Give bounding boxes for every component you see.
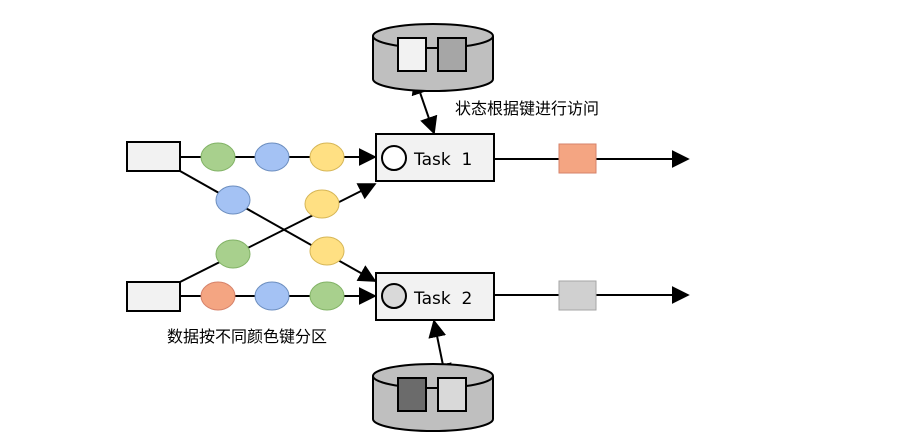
record-green [215,239,251,269]
state-store-2 [372,363,494,432]
source-box-1 [126,141,181,172]
data-records [200,142,345,311]
task-1-state-circle [381,145,407,171]
caption-partition: 数据按不同颜色键分区 [167,327,327,346]
record-salmon [200,281,236,311]
output-record-gray [558,280,597,311]
record-blue [254,142,290,172]
record-yellow [309,236,345,266]
source-box-2 [126,281,181,312]
state-key-gray [437,37,467,72]
state-key-dark [397,377,427,412]
edge-source2-task1 [179,183,377,283]
record-yellow [309,142,345,172]
record-blue [254,281,290,311]
state-store-2-top [372,363,494,389]
task-1-label: Task 1 [413,150,472,170]
task-2-node: Task 2 [375,272,495,321]
output-record-salmon [558,143,597,174]
record-blue [215,185,251,215]
record-green [200,142,236,172]
task-2-state-circle [381,283,407,309]
task-1-node: Task 1 [375,133,495,182]
state-store-1-top [372,23,494,49]
caption-state-access: 状态根据键进行访问 [455,99,599,118]
task-2-label: Task 2 [413,289,472,309]
state-key-white [397,37,427,72]
state-store-1 [372,23,494,92]
state-key-light [437,377,467,412]
edge-source1-task2 [179,170,377,282]
record-green [309,281,345,311]
record-yellow [304,189,340,219]
